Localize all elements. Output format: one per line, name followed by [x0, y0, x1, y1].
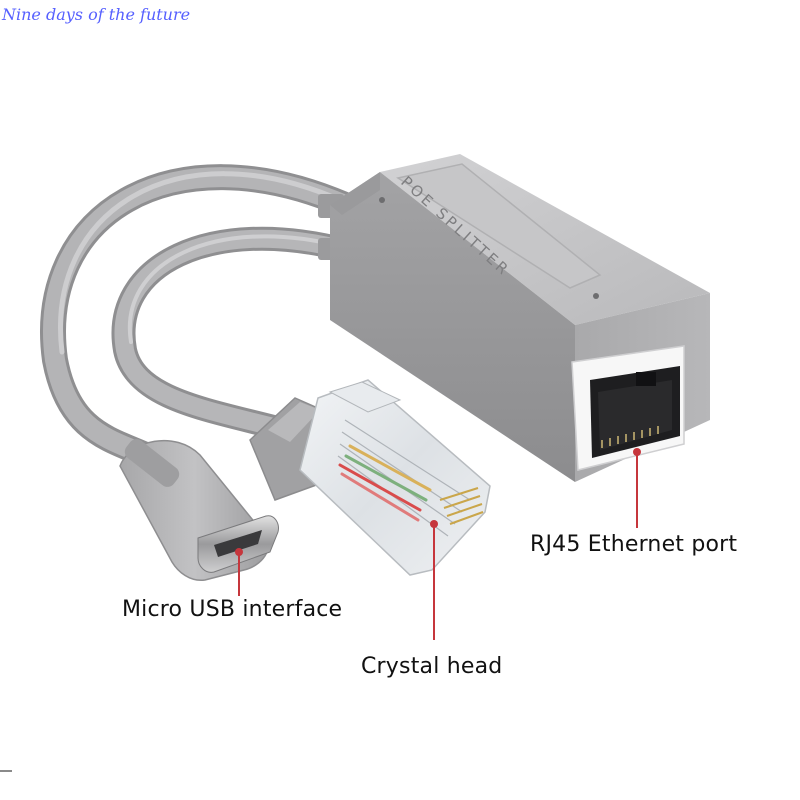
- leader-crystal-head: [430, 520, 438, 640]
- rj45-ethernet-port: [571, 345, 685, 471]
- leader-rj45-port: [633, 448, 641, 528]
- watermark-text: Nine days of the future: [2, 5, 191, 24]
- edge-mark: [0, 770, 12, 772]
- cable-to-rj45: [111, 226, 357, 442]
- callout-crystal-head: Crystal head: [361, 654, 503, 679]
- callout-rj45-ethernet-port: RJ45 Ethernet port: [530, 532, 738, 557]
- cable-to-usb: [40, 164, 358, 475]
- micro-usb-plug: [119, 439, 279, 581]
- callout-micro-usb-interface: Micro USB interface: [122, 597, 343, 622]
- poe-splitter-body: POE SPLITTER: [330, 154, 710, 482]
- rj45-crystal-head: [249, 379, 491, 576]
- rj45-port-pins: [601, 426, 659, 448]
- leader-micro-usb: [235, 548, 243, 596]
